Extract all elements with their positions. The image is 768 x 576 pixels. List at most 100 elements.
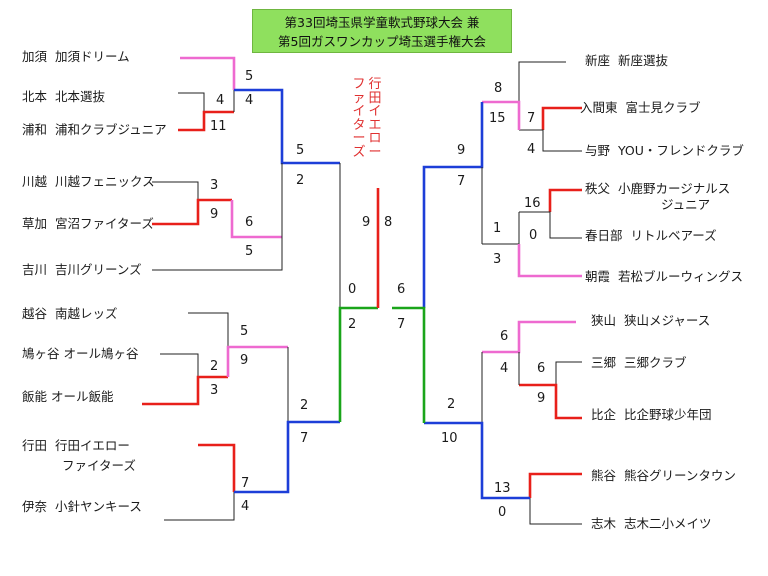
team-pref: 秩父 bbox=[585, 181, 611, 196]
champion-label: 行田イエロー ファイターズ bbox=[352, 78, 382, 159]
bracket-right-bottom-semi bbox=[392, 306, 426, 423]
team-pref: 熊谷 bbox=[591, 468, 617, 483]
tournament-title: 第33回埼玉県学童軟式野球大会 兼 第5回ガスワンカップ埼玉選手権大会 bbox=[252, 9, 512, 53]
bracket-r3-bottom-winner bbox=[234, 420, 340, 494]
bracket-kazo-r2 bbox=[180, 56, 236, 90]
team-shiki: 志木 志木二小メイツ bbox=[591, 516, 711, 531]
score-kitamoto-urawa-r2: 4 bbox=[245, 93, 254, 108]
score-hatogaya-r1: 2 bbox=[210, 359, 219, 374]
score-gyoda-group-r3: 7 bbox=[300, 431, 309, 446]
team-name: 若松ブルーウィングス bbox=[617, 269, 743, 284]
score-yoshikawa-r2: 5 bbox=[245, 244, 254, 259]
team-pref: 浦和 bbox=[22, 122, 48, 137]
team-name: 熊谷グリーンタウン bbox=[623, 468, 736, 483]
team-hatogaya: 鳩ヶ谷 オール鳩ヶ谷 bbox=[22, 346, 139, 361]
score-chichibu-group-r3: 7 bbox=[457, 174, 466, 189]
score-kumagaya-r2: 13 bbox=[494, 481, 511, 496]
team-kazo: 加須 加須ドリーム bbox=[22, 49, 130, 64]
team-pref: 吉川 bbox=[22, 262, 48, 277]
team-pref: 志木 bbox=[591, 516, 617, 531]
bracket-kawagoe bbox=[152, 181, 199, 200]
bracket-iruma-r2 bbox=[482, 100, 521, 130]
team-urawa: 浦和 浦和クラブジュニア bbox=[22, 122, 167, 137]
score-soka-r1: 9 bbox=[210, 207, 219, 222]
team-pref: 川越 bbox=[22, 174, 48, 189]
team-niiza: 新座 新座選抜 bbox=[585, 53, 668, 68]
score-hatogaya-hanno-r2: 9 bbox=[240, 353, 249, 368]
team-pref: 春日部 bbox=[585, 228, 623, 243]
team-gyoda: 行田 行田イエロー ファイターズ bbox=[22, 438, 136, 473]
score-hiki-r1: 9 bbox=[537, 391, 546, 406]
score-right-bottom-semi: 7 bbox=[397, 317, 406, 332]
bracket-chichibu-r1 bbox=[548, 188, 582, 212]
score-kazo-urawa-r3: 5 bbox=[296, 143, 305, 158]
team-yono: 与野 YOU・フレンドクラブ bbox=[585, 143, 744, 158]
score-kazo-r2: 5 bbox=[245, 69, 254, 84]
team-name: 加須ドリーム bbox=[54, 49, 130, 64]
bracket-yono bbox=[519, 129, 582, 152]
bracket-hatogaya bbox=[160, 353, 199, 377]
team-kumagaya: 熊谷 熊谷グリーンタウン bbox=[591, 468, 736, 483]
bracket-kasukabe bbox=[519, 211, 582, 239]
team-name-line2: ファイターズ bbox=[62, 458, 136, 473]
bracket-left-bottom-semi bbox=[338, 306, 378, 422]
team-kasukabe: 春日部 リトルベアーズ bbox=[585, 228, 717, 243]
bracket-kitamoto bbox=[178, 92, 205, 112]
score-chichibu-r1: 16 bbox=[524, 196, 541, 211]
score-ina-r1: 4 bbox=[241, 499, 250, 514]
team-pref: 比企 bbox=[591, 407, 617, 422]
team-pref: 伊奈 bbox=[22, 499, 48, 514]
score-kawagoe-group-r3: 2 bbox=[296, 173, 305, 188]
bracket-hanno-r1 bbox=[142, 375, 228, 406]
bracket-koshigaya bbox=[188, 312, 229, 347]
team-pref: 北本 bbox=[22, 89, 48, 104]
team-name: 北本選抜 bbox=[54, 89, 105, 104]
team-name-line2: ジュニア bbox=[661, 197, 711, 212]
team-pref: 三郷 bbox=[591, 355, 617, 370]
team-yoshikawa: 吉川 吉川グリーンズ bbox=[22, 262, 142, 277]
bracket-gyoda-r1 bbox=[198, 443, 236, 492]
team-name: 吉川グリーンズ bbox=[54, 262, 142, 277]
bracket-ina bbox=[164, 492, 235, 521]
score-kasukabe-r1: 0 bbox=[529, 228, 538, 243]
team-name: 比企野球少年団 bbox=[623, 407, 712, 422]
team-kitamoto: 北本 北本選抜 bbox=[22, 89, 105, 104]
bracket-right-bottom-r3 bbox=[424, 421, 530, 500]
score-gyoda-r1: 7 bbox=[241, 476, 250, 491]
title-line-1: 第33回埼玉県学童軟式野球大会 兼 bbox=[284, 15, 480, 30]
team-name: 宮沼ファイターズ bbox=[54, 216, 154, 231]
score-hanno-r1: 3 bbox=[210, 383, 219, 398]
team-asaka: 朝霞 若松ブルーウィングス bbox=[585, 269, 743, 284]
team-name: 狭山メジャース bbox=[623, 313, 711, 328]
bracket-r3-top-winner bbox=[234, 88, 340, 165]
team-iruma: 入間東 富士見クラブ bbox=[580, 100, 700, 115]
title-line-2: 第5回ガスワンカップ埼玉選手権大会 bbox=[278, 34, 486, 49]
team-name: 新座選抜 bbox=[617, 53, 668, 68]
team-name: 小針ヤンキース bbox=[54, 499, 142, 514]
score-yono-r1: 4 bbox=[527, 142, 536, 157]
score-left-top-semi: 0 bbox=[348, 282, 357, 297]
score-sayama-r2: 6 bbox=[500, 329, 509, 344]
team-pref: 与野 bbox=[585, 143, 611, 158]
bracket-hiki-r1 bbox=[519, 383, 582, 420]
team-pref: 加須 bbox=[22, 49, 48, 64]
team-pref: 越谷 bbox=[22, 306, 48, 321]
score-niiza-group-r3: 9 bbox=[457, 143, 466, 158]
team-pref: 狭山 bbox=[591, 313, 617, 328]
bracket-kumagaya-r2 bbox=[528, 472, 582, 498]
bracket-soka-r1 bbox=[152, 198, 232, 226]
bracket-shiki bbox=[529, 498, 582, 525]
team-name: YOU・フレンドクラブ bbox=[617, 143, 744, 158]
bracket-sayama-r2 bbox=[482, 320, 576, 354]
team-name: 行田イエロー bbox=[54, 438, 130, 453]
team-pref: 入間東 bbox=[580, 100, 618, 115]
team-chichibu: 秩父 小鹿野カージナルス ジュニア bbox=[585, 181, 730, 212]
score-final-right: 8 bbox=[384, 215, 393, 230]
bracket-urawa-r1 bbox=[178, 110, 234, 132]
team-hiki: 比企 比企野球少年団 bbox=[591, 407, 711, 422]
team-pref: 新座 bbox=[585, 53, 611, 68]
team-misato: 三郷 三郷クラブ bbox=[591, 355, 686, 370]
team-pref: 草加 bbox=[22, 216, 48, 231]
team-koshigaya: 越谷 南越レッズ bbox=[22, 306, 117, 321]
